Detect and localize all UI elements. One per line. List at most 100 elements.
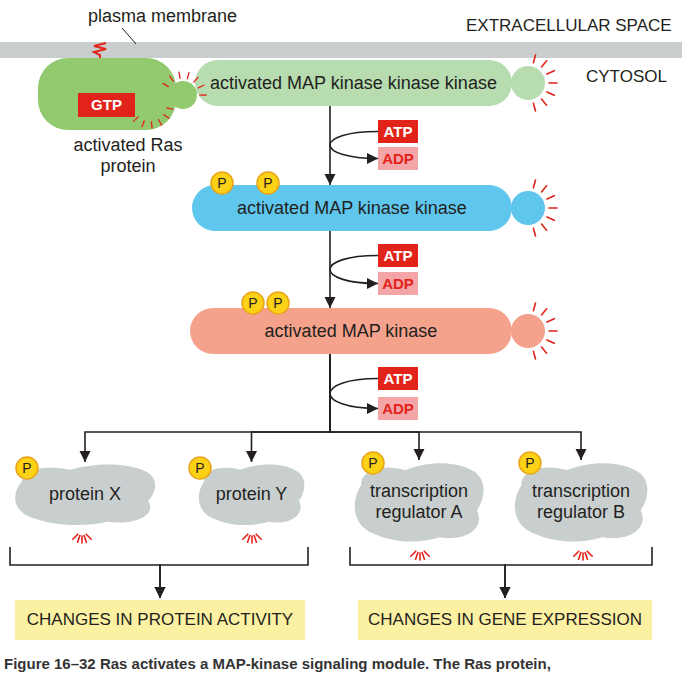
- arrow-head: [576, 449, 587, 460]
- phosphate-circle: P: [361, 451, 385, 475]
- phosphate-disc: [16, 457, 38, 479]
- node-text: CHANGES IN PROTEIN ACTIVITY: [15, 600, 305, 640]
- activation-rays: [533, 55, 557, 111]
- node-text: activated Ras protein: [65, 135, 191, 176]
- arrow-line: [10, 547, 160, 598]
- arrow-line: [329, 106, 331, 185]
- arrow-head: [367, 278, 378, 289]
- activation-rays: [411, 551, 429, 560]
- node-text: P: [241, 291, 265, 315]
- activation-rays: [243, 534, 261, 543]
- node-text: P: [210, 171, 234, 195]
- box-fill: [378, 244, 418, 267]
- box-fill: [15, 600, 305, 640]
- target-protein: protein XP: [10, 462, 160, 547]
- phosphate-disc: [267, 292, 289, 314]
- kinase-protein: activated MAP kinasePP: [190, 308, 547, 354]
- signal-arrow: [330, 256, 378, 290]
- node-text: ADP: [378, 272, 418, 295]
- box-fill: [358, 600, 652, 640]
- kinase-body: [195, 60, 512, 106]
- arrow-line: [330, 379, 378, 409]
- arrow-line: [330, 354, 419, 460]
- arrow-head: [414, 449, 425, 460]
- plasma-membrane: [0, 42, 682, 58]
- phosphate-circle: P: [188, 456, 212, 480]
- signal-arrow: [246, 354, 330, 462]
- node-text: ATP: [378, 244, 418, 267]
- kinase-knob: [511, 191, 545, 225]
- signal-arrow: [500, 547, 653, 598]
- target-protein: transcription regulator BP: [510, 460, 652, 547]
- adp-box: ADP: [378, 397, 418, 420]
- phosphate-circle: P: [518, 451, 542, 475]
- phosphate-circle: P: [15, 456, 39, 480]
- outcome-box: CHANGES IN GENE EXPRESSION: [358, 600, 652, 640]
- signal-arrow: [330, 354, 587, 460]
- arrow-line: [330, 256, 378, 284]
- arrow-head: [367, 403, 378, 414]
- figure-caption: Figure 16–32 Ras activates a MAP-kinase …: [4, 655, 680, 673]
- phosphate-disc: [189, 457, 211, 479]
- phosphate-circle: P: [266, 291, 290, 315]
- arrow-line: [350, 547, 505, 598]
- arrow-line: [505, 547, 652, 598]
- activation-rays: [128, 107, 174, 130]
- box-fill: [378, 147, 418, 170]
- phosphate-disc: [242, 292, 264, 314]
- atp-box: ATP: [378, 367, 418, 390]
- region-label: EXTRACELLULAR SPACE: [466, 16, 672, 36]
- box-fill: [378, 367, 418, 390]
- signal-arrow: [330, 379, 378, 415]
- phosphate-disc: [257, 172, 279, 194]
- arrow-head: [325, 297, 336, 308]
- node-text: P: [256, 171, 280, 195]
- node-text: protein Y: [203, 462, 300, 527]
- phosphate-circle: P: [210, 171, 234, 195]
- node-text: ADP: [378, 147, 418, 170]
- atp-box: ATP: [378, 120, 418, 143]
- ras-protein: activated Ras protein GTP: [38, 55, 198, 173]
- signal-arrow: [155, 547, 309, 598]
- gtp-box: GTP: [78, 93, 135, 117]
- node-text: P: [518, 451, 542, 475]
- kinase-knob: [511, 314, 545, 348]
- box-fill: [378, 397, 418, 420]
- outcome-box: CHANGES IN PROTEIN ACTIVITY: [15, 600, 305, 640]
- lipid-anchor: [94, 43, 106, 59]
- signal-arrow: [325, 106, 336, 185]
- target-protein: protein YP: [195, 462, 308, 547]
- phosphate-disc: [519, 452, 541, 474]
- phosphate-disc: [362, 452, 384, 474]
- arrow-head: [500, 587, 511, 598]
- node-text: GTP: [78, 93, 135, 117]
- arrow-head: [155, 587, 166, 598]
- leader-line: [122, 28, 136, 44]
- signal-arrow: [10, 547, 166, 598]
- node-text: P: [266, 291, 290, 315]
- node-text: P: [188, 456, 212, 480]
- activation-rays: [574, 551, 592, 560]
- box-fill: [378, 120, 418, 143]
- arrow-head: [246, 451, 257, 462]
- kinase-body: [192, 185, 512, 231]
- arrow-line: [85, 354, 330, 462]
- kinase-protein: activated MAP kinase kinase kinase: [195, 60, 547, 106]
- arrow-line: [330, 132, 378, 159]
- box-fill: [78, 93, 135, 117]
- node-text: P: [361, 451, 385, 475]
- adp-box: ADP: [378, 272, 418, 295]
- arrow-head: [500, 587, 511, 598]
- activation-rays: [73, 534, 91, 543]
- node-text: activated MAP kinase kinase: [192, 185, 512, 231]
- node-text: P: [15, 456, 39, 480]
- signal-arrow: [330, 354, 425, 460]
- arrow-head: [155, 587, 166, 598]
- node-text: transcription regulator B: [518, 460, 644, 544]
- ras-body: [38, 58, 176, 130]
- arrow-head: [80, 451, 91, 462]
- box-fill: [378, 272, 418, 295]
